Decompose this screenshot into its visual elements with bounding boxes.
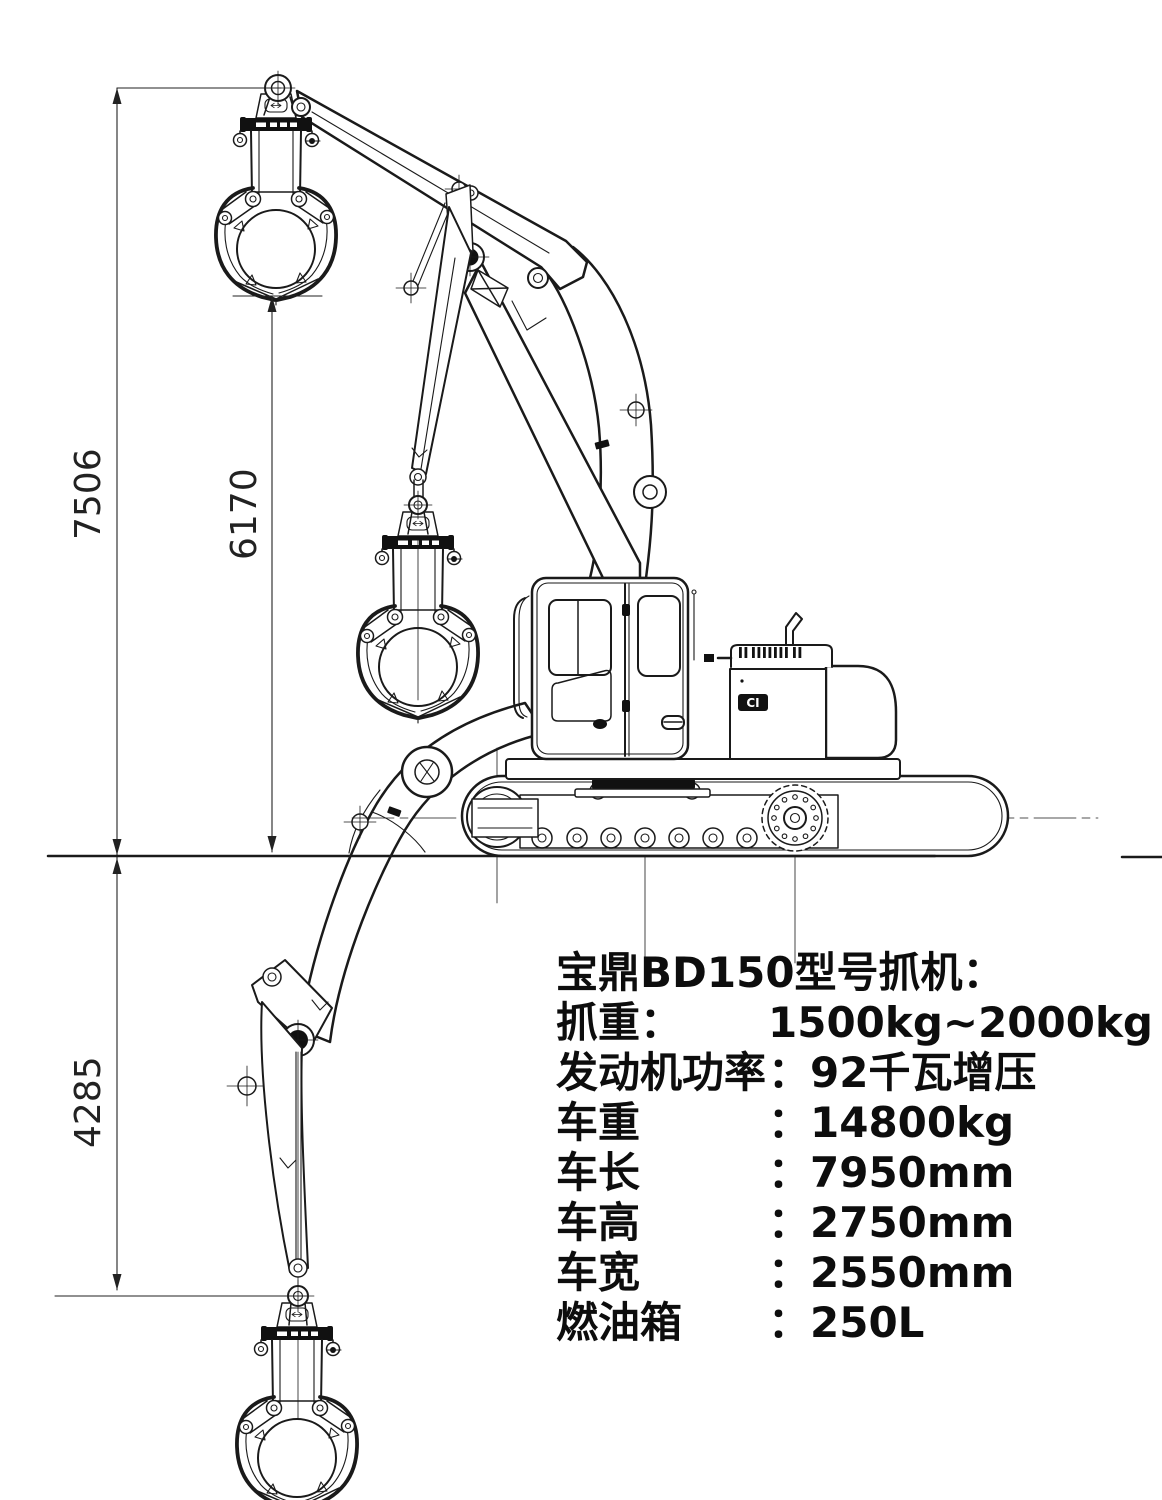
dimension-annotations: 7506 6170 4285: [46, 87, 1162, 1297]
spec-row-vehicle-height: 车高 ：2750mm: [556, 1198, 1156, 1248]
spec-row-vehicle-width: 车宽 ：2550mm: [556, 1248, 1156, 1298]
counterweight: [824, 664, 898, 760]
spec-value: ：250L: [768, 1298, 925, 1347]
spec-label: 车高: [556, 1198, 641, 1247]
dim-label-4285: 4285: [68, 1056, 109, 1148]
brand-logo-text: CI: [746, 696, 759, 710]
grab-bottom: [235, 1279, 359, 1500]
spec-value: ：2550mm: [768, 1248, 1015, 1297]
spec-title: 宝鼎BD150型号抓机：: [556, 948, 1005, 997]
excavator-body: CI: [351, 576, 1099, 964]
spec-value: ：7950mm: [768, 1148, 1015, 1197]
spec-row-engine-power: 发动机功率 ：92千瓦增压: [556, 1048, 1156, 1098]
grab-middle: [356, 490, 480, 725]
dim-label-6170: 6170: [224, 468, 265, 560]
deck: [505, 758, 901, 780]
spec-label: 燃油箱: [556, 1298, 683, 1347]
idler-wheel: [466, 786, 539, 848]
spec-row-grab-weight: 抓重： 1500kg~2000kg: [556, 998, 1156, 1048]
spec-value: ：14800kg: [768, 1098, 1015, 1147]
crawler-track: [460, 774, 1010, 858]
engine-compartment: CI: [691, 589, 833, 760]
arm-position-top: [282, 89, 667, 580]
front-window: [548, 599, 612, 676]
spec-row-vehicle-weight: 车重 ：14800kg: [556, 1098, 1156, 1148]
spec-label: 抓重：: [556, 998, 683, 1047]
spec-label: 车长: [556, 1148, 641, 1197]
brand-logo-plate: [738, 694, 768, 711]
spec-row-fuel-tank: 燃油箱 ：250L: [556, 1298, 1156, 1348]
spec-panel: 宝鼎BD150型号抓机： 抓重： 1500kg~2000kg 发动机功率 ：92…: [556, 948, 1156, 1348]
spec-value: ：2750mm: [768, 1198, 1015, 1247]
drive-sprocket: [761, 784, 829, 852]
ground-line: [46, 854, 1162, 859]
cab: [513, 576, 690, 761]
spec-label: 车宽: [556, 1248, 641, 1297]
spec-label: 车重: [556, 1098, 641, 1147]
arm-position-bottom: [226, 701, 547, 1489]
dim-label-7506: 7506: [68, 448, 109, 540]
spec-row-vehicle-length: 车长 ：7950mm: [556, 1148, 1156, 1198]
spec-label: 发动机功率: [556, 1048, 767, 1097]
door-window: [637, 595, 681, 677]
spec-value: 1500kg~2000kg: [768, 998, 1153, 1047]
road-wheels: [531, 827, 758, 849]
dimension-arrows: [112, 88, 277, 1290]
arm-position-middle: [395, 184, 474, 503]
spec-value: ：92千瓦增压: [768, 1048, 1037, 1097]
vent-grille: [739, 647, 802, 658]
exhaust-pipe: [785, 612, 803, 646]
